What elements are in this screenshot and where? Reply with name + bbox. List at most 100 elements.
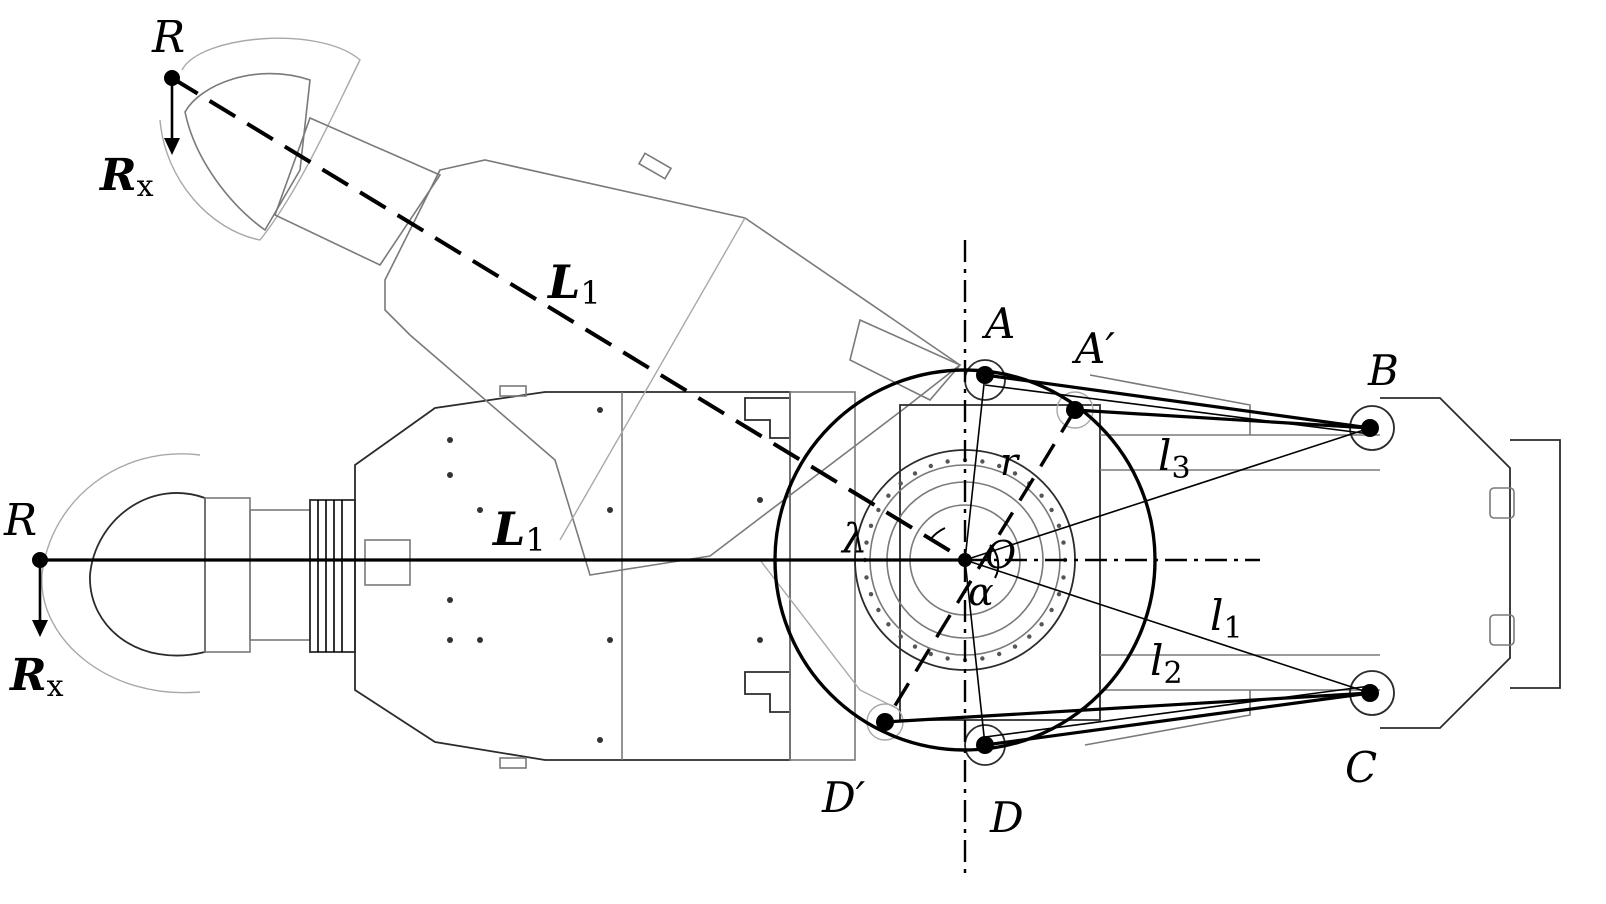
cutter-neck: [204, 497, 251, 653]
labels: R Rx L1 R Rx L1 A A′ B C D D′ l3 l1 l2 O…: [3, 12, 1399, 842]
label-alpha: α: [968, 570, 994, 614]
cylinder-DC: [984, 691, 1371, 747]
turret-bolt: [1049, 607, 1054, 613]
geometry-overlay: [32, 70, 1379, 880]
turret-bolt: [1027, 634, 1032, 639]
point-A-prime: [1066, 401, 1084, 419]
label-A: A: [981, 299, 1015, 348]
cylinder-DC-inner: [984, 685, 1371, 738]
point-C: [1361, 684, 1379, 702]
flange-ribs: [317, 500, 343, 652]
frame-end-block: [1380, 397, 1511, 729]
rotated-boom-housing: [384, 159, 962, 576]
line-OB: [964, 427, 1371, 561]
turret-bolt: [945, 656, 950, 661]
point-B: [1361, 419, 1379, 437]
turret-bolt: [1049, 507, 1054, 513]
flange-rings: [309, 499, 356, 653]
rotated-diameter: [883, 409, 1077, 723]
rotated-top-lug: [637, 152, 673, 180]
boom-bolts: [447, 407, 763, 743]
force-arrow-top: [164, 78, 180, 155]
turret-bolt: [898, 481, 903, 486]
turret-bolt: [912, 471, 918, 476]
point-R-left: [32, 552, 48, 568]
frame-mount-plate: [1510, 439, 1561, 689]
boom-housing: [354, 391, 791, 761]
turret-bolt: [980, 459, 985, 464]
point-O: [958, 553, 972, 567]
label-B: B: [1367, 346, 1399, 395]
rotated-boom-seam: [559, 217, 746, 541]
point-D-prime: [876, 713, 894, 731]
label-Rx-top: Rx: [98, 150, 154, 204]
label-L1-top: L1: [546, 255, 601, 312]
point-R-top: [164, 70, 180, 86]
point-A: [976, 366, 994, 384]
turret-base-plate: [899, 404, 1101, 721]
mount-slot-upper: [1489, 487, 1515, 519]
turret-bolt: [868, 523, 874, 528]
label-L1-left: L1: [491, 502, 546, 559]
turret-bolt: [876, 507, 881, 513]
boom-frame-plate: [789, 391, 856, 761]
label-R-left: R: [3, 495, 37, 546]
line-OC: [964, 559, 1371, 694]
turret-bolt: [1012, 644, 1018, 649]
turret-bolt: [886, 622, 891, 627]
turret-bolt: [1039, 493, 1044, 498]
alpha-arc: [989, 544, 1000, 579]
cylinder-A-prime-B: [1074, 408, 1371, 430]
label-l2: l2: [1150, 636, 1183, 691]
label-l3: l3: [1158, 431, 1191, 486]
turret-bolt: [980, 656, 985, 661]
rotated-cutter-neck: [274, 116, 442, 267]
label-lambda: λ: [840, 516, 867, 562]
frame-rails: [1100, 434, 1380, 691]
top-lug: [499, 385, 527, 397]
label-D-prime: D′: [821, 773, 866, 822]
turret-bolt: [868, 592, 874, 597]
L1-rotated-line: [170, 76, 967, 562]
turret-bolt: [912, 644, 918, 649]
label-l1: l1: [1210, 591, 1243, 646]
cylinder-D-prime-C: [884, 691, 1371, 724]
label-r: r: [1000, 440, 1021, 484]
turret-bolt: [864, 540, 869, 545]
label-D: D: [989, 793, 1024, 842]
bottom-lug: [499, 757, 527, 769]
label-O: O: [985, 533, 1016, 577]
turret-bolt: [864, 575, 869, 580]
turret-bolt: [1061, 540, 1066, 545]
cylinder-housings: [1084, 374, 1251, 746]
turret-bolt: [1012, 471, 1018, 476]
turret-bolt: [928, 463, 933, 469]
turret-bolt: [1056, 592, 1062, 597]
turret-bolt: [945, 459, 950, 464]
turret-bolt: [997, 651, 1002, 657]
turret-bolt: [928, 651, 933, 657]
turret-bolt: [997, 463, 1002, 469]
force-arrow-left: [32, 560, 48, 637]
lower-bracket: [744, 671, 791, 713]
label-Rx-left: Rx: [8, 650, 64, 704]
rotated-cutter-head-inner: [184, 72, 311, 232]
radius-OD: [964, 559, 986, 746]
rotated-cutter-head-outline: [159, 37, 361, 241]
horizontal-boom: [41, 385, 856, 769]
point-D: [976, 736, 994, 754]
cylinder-AB: [984, 373, 1371, 430]
turret-bolt: [1039, 622, 1044, 627]
inspection-panel: [364, 539, 411, 586]
turret-bolt: [1061, 575, 1066, 580]
turret-bolt: [898, 634, 903, 639]
turret-bolt: [876, 607, 881, 613]
radius-OA: [964, 374, 986, 561]
cutter-head-inner: [89, 492, 206, 657]
turret-bolt: [886, 493, 891, 498]
rotated-bracket: [849, 318, 962, 401]
label-C: C: [1345, 743, 1377, 792]
cutter-collar: [249, 509, 311, 641]
